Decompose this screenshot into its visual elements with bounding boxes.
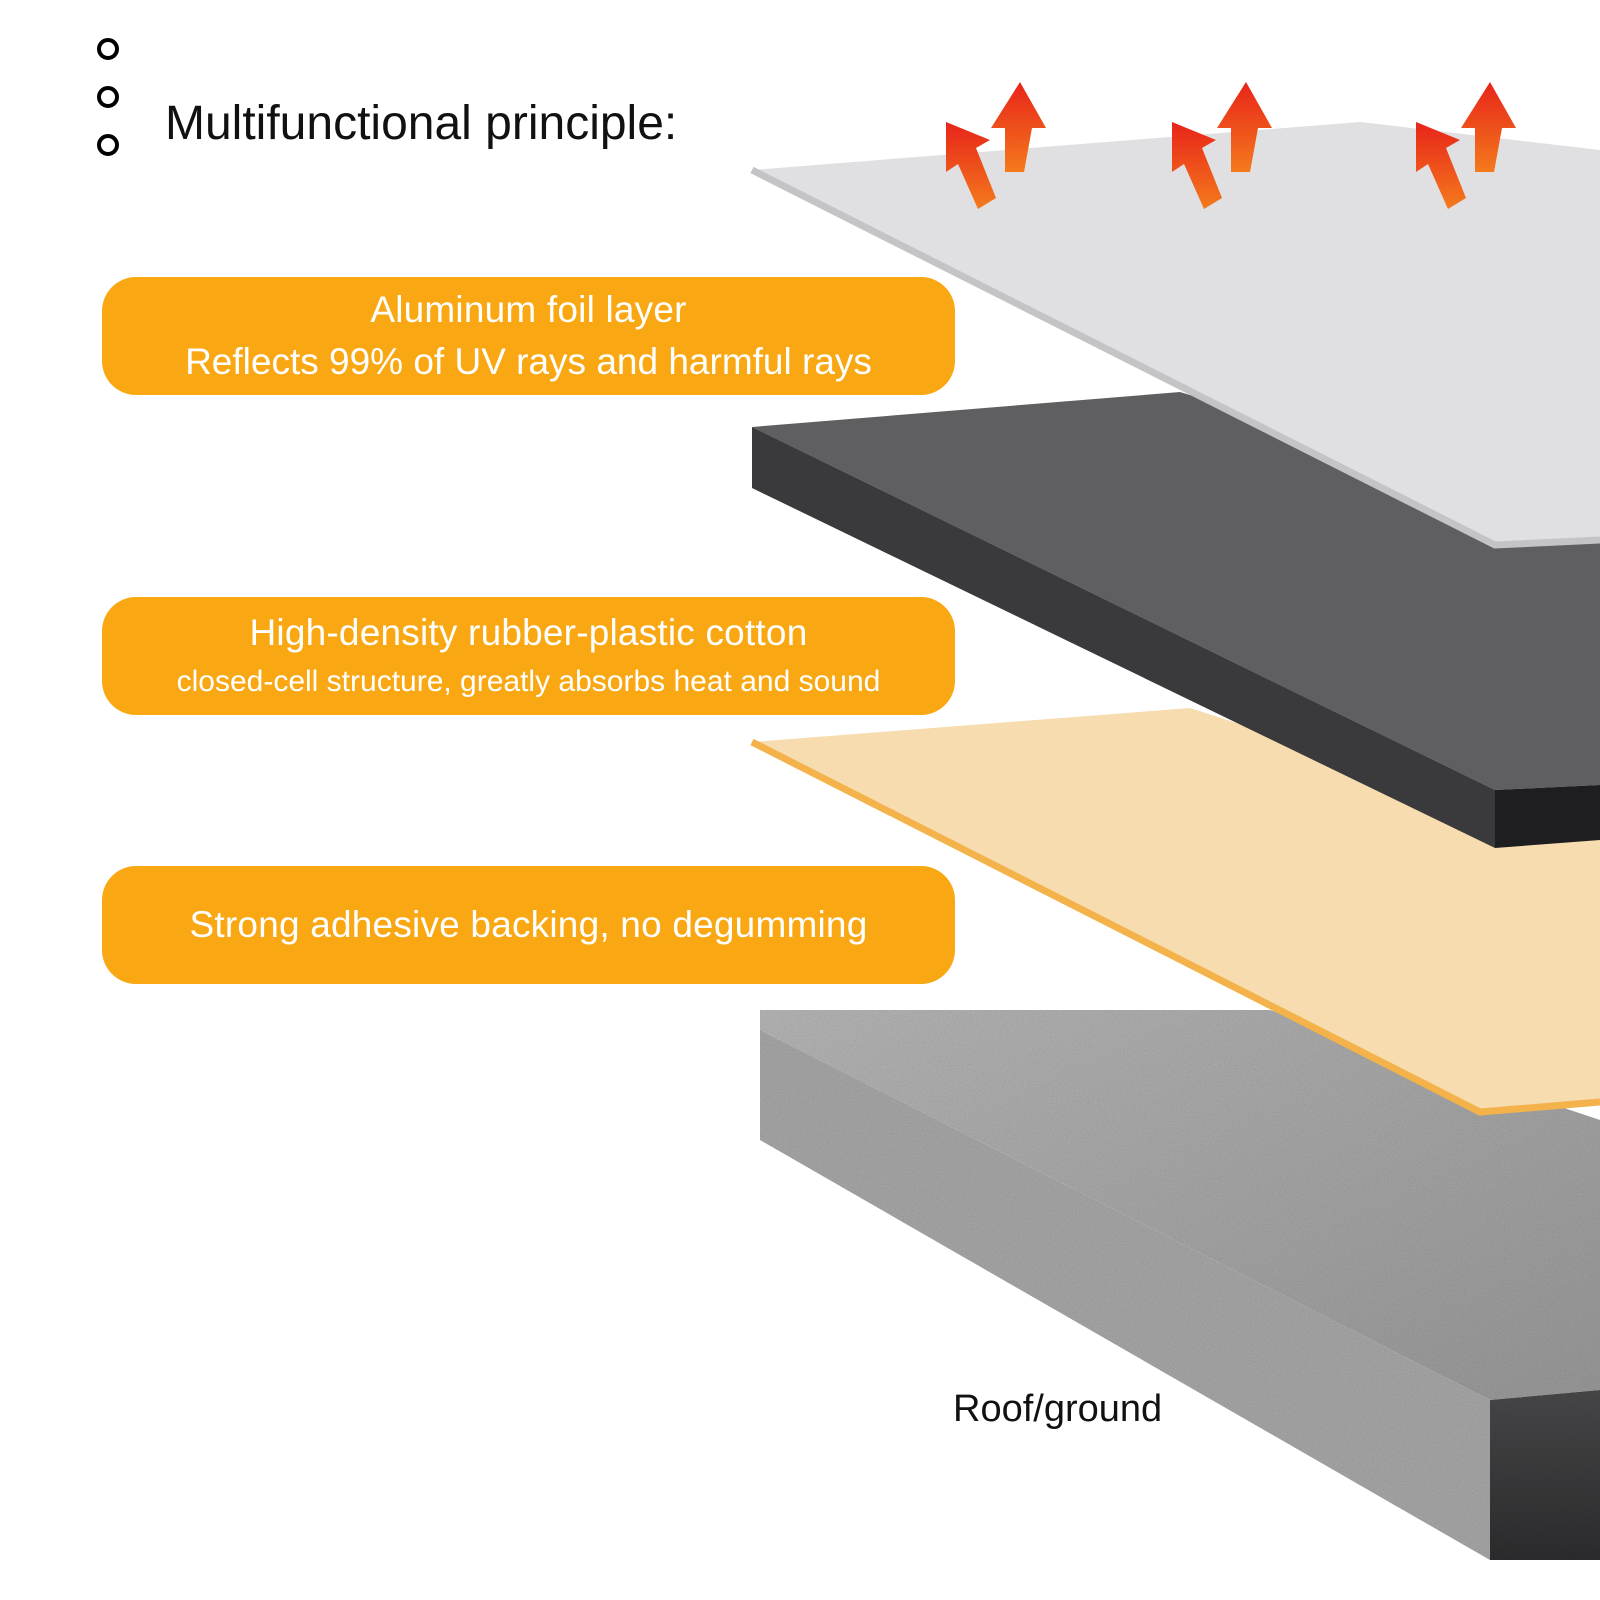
page-title: Multifunctional principle:: [165, 97, 678, 150]
callout-description: closed-cell structure, greatly absorbs h…: [176, 665, 881, 698]
heat-arrows: [946, 82, 1516, 209]
callout-title: High-density rubber-plastic cotton: [249, 612, 808, 653]
heat-arrow-icon: [946, 82, 1046, 209]
adhesive-callout: Strong adhesive backing, no degumming: [102, 866, 955, 984]
list-dot-icon: [97, 86, 119, 108]
callout-description: Reflects 99% of UV rays and harmful rays: [185, 341, 872, 382]
roof-ground-label: Roof/ground: [953, 1388, 1163, 1430]
aluminum-foil-callout: Aluminum foil layer Reflects 99% of UV r…: [102, 277, 955, 395]
rubber-cotton-callout: High-density rubber-plastic cotton close…: [102, 597, 955, 715]
aluminum-foil-layer: [750, 122, 1600, 549]
list-dot-icon: [97, 38, 119, 60]
callout-title: Aluminum foil layer: [370, 289, 687, 330]
callout-title: Strong adhesive backing, no degumming: [189, 904, 868, 945]
heat-arrow-icon: [1172, 82, 1272, 209]
list-dot-icon: [97, 134, 119, 156]
decorative-dots: [97, 38, 131, 168]
roof-ground-block: [760, 1010, 1600, 1560]
heat-arrow-icon: [1416, 82, 1516, 209]
adhesive-layer: [750, 708, 1600, 1116]
